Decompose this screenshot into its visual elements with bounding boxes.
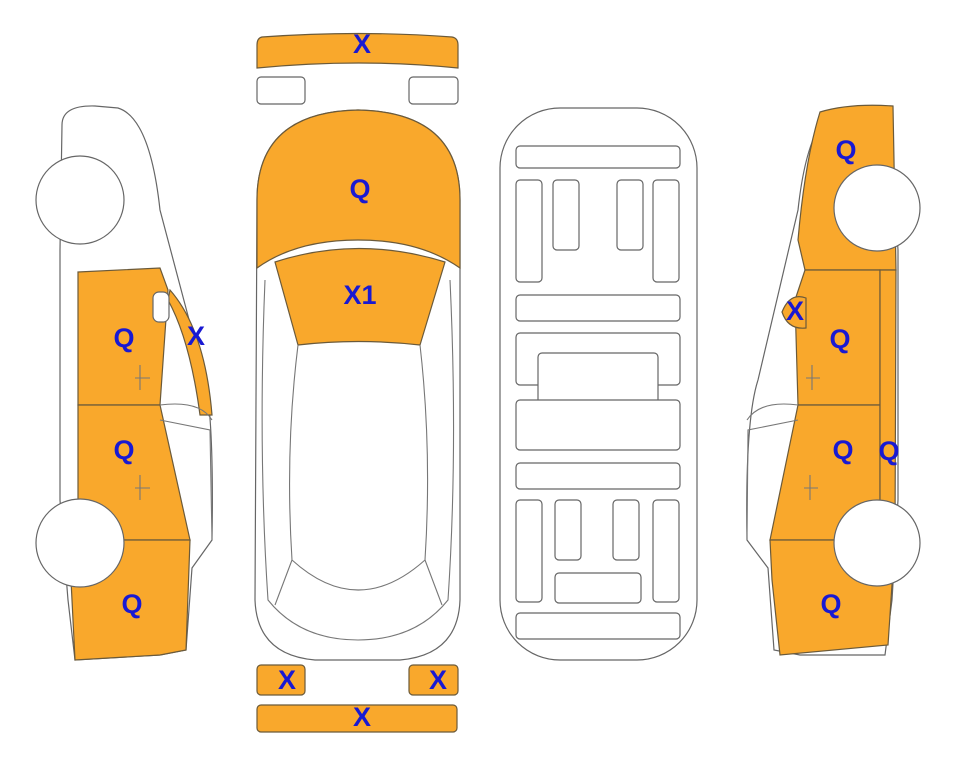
right-rocker-label: Q [878, 436, 899, 466]
underbody-view [499, 107, 698, 661]
left-pillar-label: X [187, 321, 205, 351]
left-rear-door-label: Q [113, 435, 134, 465]
right-rear-quarter-label: Q [820, 589, 841, 619]
left-front-door-part[interactable] [77, 267, 169, 406]
right-side-view [746, 104, 921, 656]
left-pillar-part[interactable] [167, 288, 213, 416]
left-side-view [35, 105, 213, 661]
rear-left-light-label: X [278, 665, 296, 695]
windshield-part[interactable] [274, 247, 446, 346]
rear-bumper-label: X [353, 702, 371, 732]
front-left-light-part[interactable] [256, 76, 306, 105]
rear-right-light-part[interactable] [408, 664, 459, 696]
rear-right-light-label: X [429, 665, 447, 695]
left-rear-quarter-label: Q [121, 589, 142, 619]
hood-label: Q [349, 174, 370, 204]
rear-left-light-part[interactable] [256, 664, 306, 696]
right-mirror-part[interactable] [781, 296, 807, 329]
right-rear-wheel [833, 499, 921, 587]
front-bumper-label: X [353, 29, 371, 59]
windshield-label: X1 [343, 280, 376, 310]
front-right-light-part[interactable] [408, 76, 459, 105]
top-view [254, 32, 461, 733]
right-rocker-part[interactable] [879, 269, 897, 541]
front-bumper-part[interactable] [256, 32, 459, 69]
rear-bumper-part[interactable] [256, 704, 458, 733]
right-front-door-label: Q [829, 324, 850, 354]
right-rear-door-label: Q [832, 435, 853, 465]
hood-part[interactable] [256, 109, 461, 270]
right-front-wheel [833, 164, 921, 252]
right-front-fender-label: Q [835, 135, 856, 165]
right-mirror-label: X [786, 296, 804, 326]
left-front-door-label: Q [113, 323, 134, 353]
left-rear-wheel [35, 498, 125, 588]
left-front-wheel [35, 155, 125, 245]
